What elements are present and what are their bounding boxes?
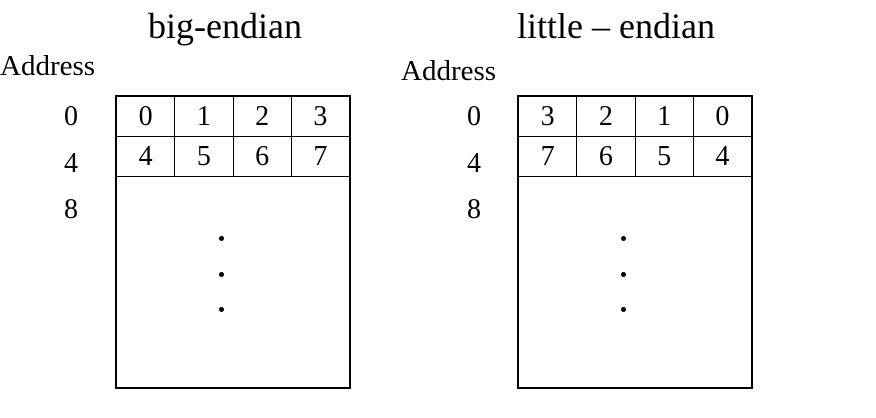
byte-cell: 7	[519, 137, 578, 176]
byte-cell: 3	[519, 97, 578, 136]
continuation-dot	[219, 307, 224, 312]
little-endian-word-row-4: 7 6 5 4	[519, 137, 751, 177]
little-endian-address-8: 8	[467, 194, 481, 225]
continuation-dot	[219, 272, 224, 277]
big-endian-address-label: Address	[0, 50, 96, 82]
continuation-dot	[219, 236, 224, 241]
byte-cell: 1	[175, 97, 234, 136]
little-endian-address-label: Address	[401, 55, 497, 87]
byte-cell: 7	[313, 140, 328, 172]
big-endian-memory-block: 0 1 2 3 4 5 6 7	[115, 95, 351, 389]
little-endian-word-row-0: 3 2 1 0	[519, 97, 751, 137]
big-endian-address-4: 4	[64, 148, 78, 179]
little-endian-memory-block: 3 2 1 0 7 6 5 4	[517, 95, 753, 389]
big-endian-address-8: 8	[64, 194, 78, 225]
little-endian-address-4: 4	[467, 148, 481, 179]
big-endian-word-row-0: 0 1 2 3	[117, 97, 349, 137]
byte-cell: 3	[313, 100, 328, 132]
big-endian-word-row-4: 4 5 6 7	[117, 137, 349, 177]
byte-cell: 0	[117, 97, 176, 136]
byte-cell: 5	[636, 137, 694, 176]
big-endian-address-0: 0	[64, 101, 78, 132]
byte-cell: 6	[577, 137, 636, 176]
continuation-dot	[621, 272, 626, 277]
byte-cell: 4	[117, 137, 176, 176]
byte-cell: 0	[715, 100, 730, 132]
byte-cell: 1	[636, 97, 694, 136]
byte-cell: 6	[234, 137, 292, 176]
little-endian-address-0: 0	[467, 101, 481, 132]
little-endian-title: little – endian	[517, 6, 715, 46]
byte-cell: 2	[577, 97, 636, 136]
byte-cell: 4	[715, 140, 730, 172]
continuation-dot	[621, 307, 626, 312]
byte-cell: 5	[175, 137, 234, 176]
byte-cell: 2	[234, 97, 292, 136]
big-endian-title: big-endian	[148, 6, 302, 46]
continuation-dot	[621, 236, 626, 241]
